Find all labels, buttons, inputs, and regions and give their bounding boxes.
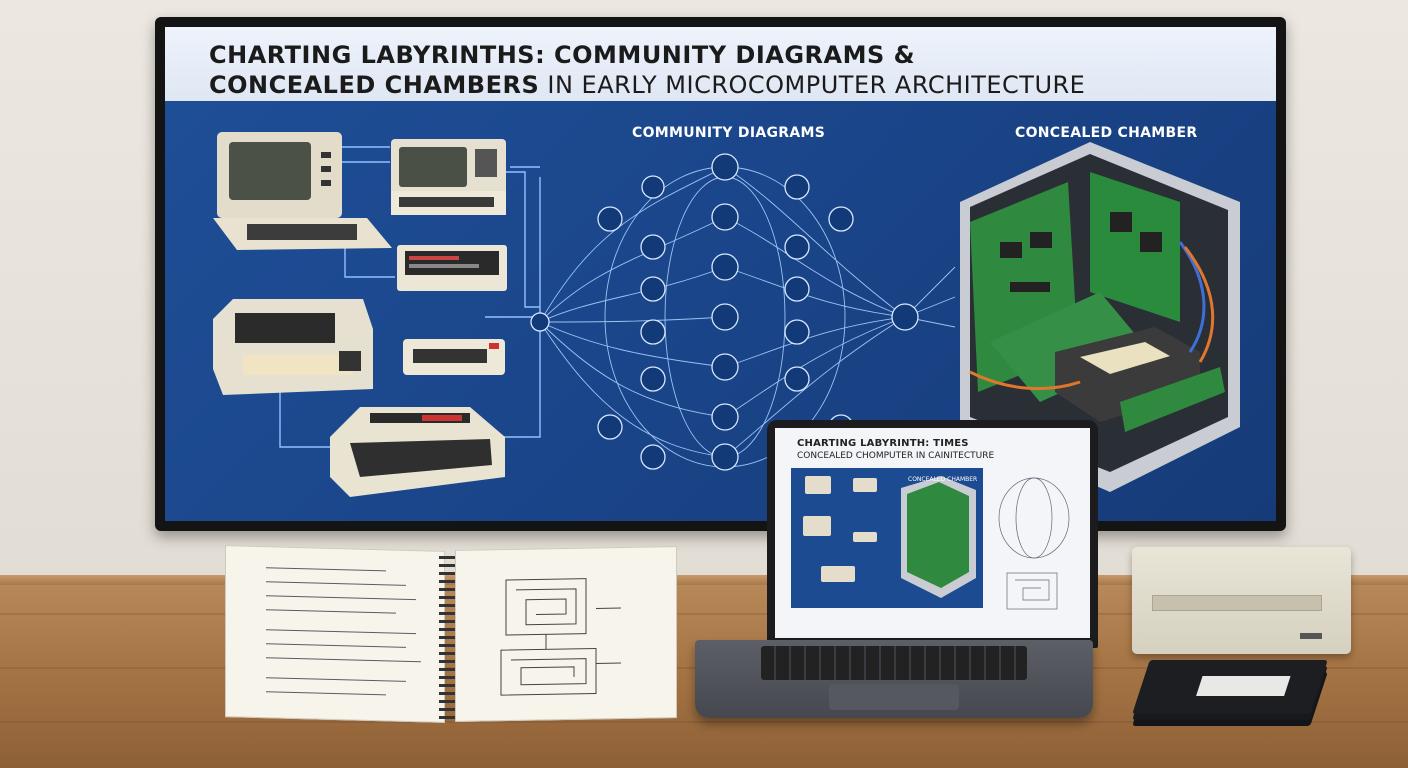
- slide-title-line-2: CONCEALED CHAMBERS IN EARLY MICROCOMPUTE…: [209, 71, 1085, 99]
- notebook-maze-sketches: [500, 578, 621, 696]
- notebook-left-page: [225, 545, 445, 723]
- presentation-slide: CHARTING LABYRINTHS: COMMUNITY DIAGRAMS …: [165, 27, 1276, 521]
- external-disk-drive: [1132, 547, 1351, 654]
- laptop-keyboard: [761, 646, 1027, 680]
- slide-title-rest-part: IN EARLY MICROCOMPUTER ARCHITECTURE: [539, 71, 1086, 99]
- laptop-trackpad: [829, 684, 959, 710]
- laptop-network-sketch: [998, 477, 1070, 610]
- laptop-display: CHARTING LABYRINTH: TIMES CONCEALED CHOM…: [775, 428, 1090, 638]
- notebook-right-page: [455, 546, 677, 722]
- slide-title-line-1: CHARTING LABYRINTHS: COMMUNITY DIAGRAMS …: [209, 41, 916, 69]
- laptop-slide-title: CHARTING LABYRINTH: TIMES: [797, 438, 969, 449]
- concealed-chamber-label: CONCEALED CHAMBER: [1015, 125, 1198, 141]
- community-diagrams-label: COMMUNITY DIAGRAMS: [632, 125, 826, 141]
- computer-monitor-desktop: [213, 132, 392, 250]
- monitor: CHARTING LABYRINTHS: COMMUNITY DIAGRAMS …: [155, 17, 1286, 531]
- laptop-slide-panel: [791, 468, 983, 608]
- slide-title-bold-part: CONCEALED CHAMBERS: [209, 71, 540, 99]
- concealed-chamber: [960, 142, 1240, 492]
- slide-illustration: [213, 132, 1240, 497]
- slide-title-bar: CHARTING LABYRINTHS: COMMUNITY DIAGRAMS …: [165, 27, 1276, 101]
- computer-rack-unit: [397, 245, 507, 291]
- network-nodes: [530, 153, 919, 471]
- computer-keyboard-small: [403, 339, 505, 375]
- computer-all-in-one: [213, 299, 373, 395]
- floppy-disk-stack: [1132, 660, 1328, 726]
- laptop-base: [695, 640, 1093, 718]
- drive-slot: [1152, 595, 1322, 611]
- computer-keyboard-large: [330, 407, 505, 497]
- laptop-screen: CHARTING LABYRINTH: TIMES CONCEALED CHOM…: [767, 420, 1098, 648]
- community-network: [539, 166, 956, 468]
- drive-eject-button: [1300, 633, 1322, 639]
- floppy-label: [1196, 676, 1291, 696]
- desk-edge: [0, 575, 1408, 585]
- computer-compact-terminal: [391, 139, 506, 215]
- notebook-spiral: [439, 556, 457, 721]
- laptop-panel-label: CONCEALED CHAMBER: [908, 476, 978, 483]
- notebook: [225, 545, 680, 730]
- laptop-slide-subtitle: CONCEALED CHOMPUTER IN CAINITECTURE: [797, 451, 995, 461]
